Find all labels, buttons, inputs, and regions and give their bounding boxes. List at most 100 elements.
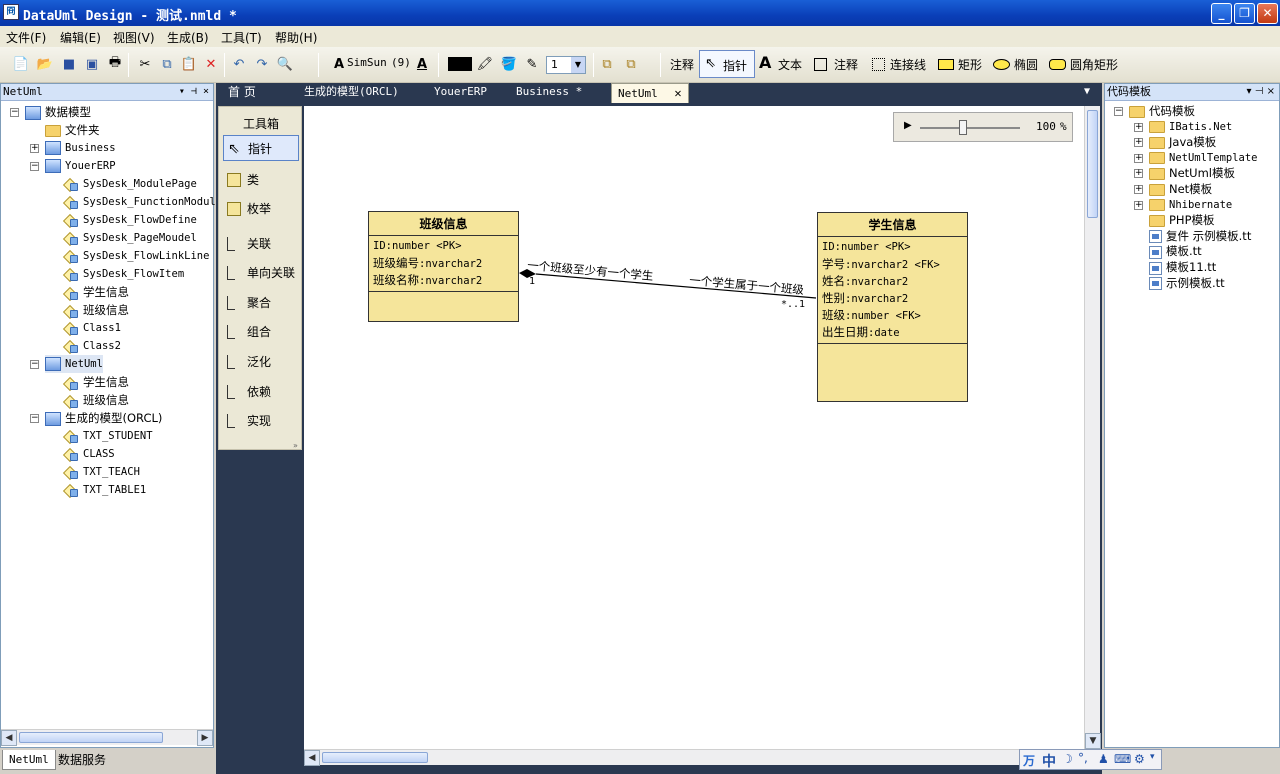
tab-netuml-doc[interactable]: NetUml ✕ <box>611 83 689 103</box>
menu-tools[interactable]: 工具(T) <box>221 31 262 45</box>
left-tree-item[interactable]: 数据模型 <box>25 103 91 121</box>
right-tree-item[interactable]: 代码模板 <box>1129 102 1195 120</box>
round-rect-tool-label[interactable]: 圆角矩形 <box>1070 58 1119 72</box>
entity-attribute[interactable]: 性别:nvarchar2 <box>822 290 963 307</box>
scroll-left-icon[interactable]: ◀ <box>304 750 320 766</box>
left-tree-item[interactable]: 生成的模型(ORCL) <box>45 409 162 427</box>
expand-icon[interactable]: + <box>1134 152 1143 163</box>
left-tree-item[interactable]: 班级信息 <box>65 391 129 409</box>
menu-file[interactable]: 文件(F) <box>6 31 47 45</box>
left-tree-item[interactable]: Class1 <box>65 319 121 337</box>
left-tree-item[interactable]: SysDesk_PageMoudel <box>65 229 197 247</box>
entity-attribute[interactable]: 姓名:nvarchar2 <box>822 273 963 290</box>
ellipse-icon[interactable] <box>993 59 1010 70</box>
copy-icon[interactable]: ⧉ <box>162 56 172 72</box>
collapse-icon[interactable]: − <box>10 107 19 117</box>
right-tree-item[interactable]: 示例模板.tt <box>1149 274 1225 292</box>
entity-attribute[interactable]: 班级编号:nvarchar2 <box>373 255 514 272</box>
toolbox-item-8[interactable]: 依赖 <box>223 379 299 405</box>
comment-tool-1[interactable]: 注释 <box>670 58 695 72</box>
left-tree-item[interactable]: 班级信息 <box>65 301 129 319</box>
scroll-right-icon[interactable]: ▶ <box>197 730 213 746</box>
vscroll-thumb[interactable] <box>1087 110 1098 218</box>
entity-attribute[interactable]: ID:number <PK> <box>373 238 514 255</box>
right-tree-item[interactable]: IBatis.Net <box>1149 118 1232 136</box>
minimize-button[interactable]: _ <box>1211 3 1232 24</box>
menu-help[interactable]: 帮助(H) <box>275 31 318 45</box>
delete-icon[interactable]: ✕ <box>205 56 217 72</box>
open-icon[interactable]: 📂 <box>36 56 54 72</box>
menu-build[interactable]: 生成(B) <box>167 31 209 45</box>
collapse-icon[interactable]: − <box>30 359 39 369</box>
connector-icon[interactable] <box>872 58 885 71</box>
left-tree-item[interactable]: TXT_STUDENT <box>65 427 153 445</box>
expand-icon[interactable]: + <box>1134 199 1143 210</box>
left-tree-item[interactable]: TXT_TABLE1 <box>65 481 146 499</box>
redo-icon[interactable]: ↷ <box>256 56 268 72</box>
right-tree-item[interactable]: Java模板 <box>1149 133 1216 151</box>
chevron-down-icon[interactable]: ▼ <box>571 57 585 73</box>
entity-attribute[interactable]: ID:number <PK> <box>822 239 963 256</box>
scroll-down-icon[interactable]: ▼ <box>1085 733 1101 749</box>
canvas-hscroll[interactable]: ◀ <box>304 749 1100 766</box>
zoom-slider-thumb[interactable] <box>959 120 967 135</box>
diagram-canvas[interactable]: 一个班级至少有一个学生 一个学生属于一个班级 1 *..1 班级信息 ID:nu… <box>304 106 1084 749</box>
maximize-button[interactable]: ❐ <box>1234 3 1255 24</box>
font-name[interactable]: SimSun <box>347 56 387 69</box>
left-panel-hscroll[interactable]: ◀ ▶ <box>1 729 213 746</box>
send-back-icon[interactable]: ⧉ <box>626 56 636 72</box>
left-tree-item[interactable]: SysDesk_FlowDefine <box>65 211 197 229</box>
canvas-vscroll[interactable]: ▼ <box>1084 106 1101 749</box>
pin-icon[interactable]: ▾ ⊣ × <box>1246 86 1275 97</box>
line-width-select[interactable]: 1 ▼ <box>546 56 586 74</box>
font-icon[interactable]: A <box>333 56 345 72</box>
play-icon[interactable]: ▶ <box>904 120 912 131</box>
composition-line[interactable] <box>535 273 817 299</box>
left-tree-item[interactable]: SysDesk_FunctionModule <box>65 193 222 211</box>
toolbox-item-0[interactable]: ⇖指针 <box>223 135 299 161</box>
right-tree-item[interactable]: NetUml模板 <box>1149 164 1235 182</box>
right-tree-item[interactable]: 模板.tt <box>1149 242 1202 260</box>
bring-front-icon[interactable]: ⧉ <box>602 56 612 72</box>
connector-tool-label[interactable]: 连接线 <box>890 58 927 72</box>
left-tree-item[interactable]: CLASS <box>65 445 115 463</box>
find-icon[interactable]: 🔍 <box>276 56 294 72</box>
toolbox-item-7[interactable]: 泛化 <box>223 349 299 375</box>
user-icon[interactable]: ♟ <box>1098 752 1109 766</box>
left-tree-item[interactable]: Business <box>45 139 116 157</box>
color-swatch[interactable] <box>448 57 472 71</box>
left-tree-item[interactable]: TXT_TEACH <box>65 463 140 481</box>
toolbox-item-1[interactable]: 类 <box>223 167 299 193</box>
toolbox-item-9[interactable]: 实现 <box>223 408 299 434</box>
tab-list-icon[interactable]: ▼ <box>1084 86 1091 97</box>
paste-icon[interactable]: 📋 <box>180 56 198 72</box>
close-tab-icon[interactable]: ✕ <box>674 86 682 100</box>
collapse-icon[interactable]: − <box>30 161 39 171</box>
ime-mode[interactable]: 中 <box>1042 754 1056 770</box>
toolbox-item-3[interactable]: 关联 <box>223 231 299 257</box>
pen-color-icon[interactable]: 🖍 <box>476 56 494 72</box>
zoom-slider-track[interactable] <box>920 127 1020 129</box>
expand-icon[interactable]: + <box>1134 121 1143 132</box>
text-tool-label[interactable]: 文本 <box>778 58 803 72</box>
entity-attribute[interactable]: 班级:number <FK> <box>822 307 963 324</box>
note-icon[interactable] <box>814 58 827 71</box>
right-tree-item[interactable]: 模板11.tt <box>1149 258 1216 276</box>
round-rect-icon[interactable] <box>1049 59 1066 70</box>
expand-icon[interactable]: + <box>1134 168 1143 179</box>
undo-icon[interactable]: ↶ <box>233 56 245 72</box>
entity-attribute[interactable]: 学号:nvarchar2 <FK> <box>822 256 963 273</box>
toolbox-item-4[interactable]: 单向关联 <box>223 260 299 286</box>
collapse-icon[interactable]: − <box>30 413 39 423</box>
pin-icon[interactable]: ▾ ⊣ × <box>178 86 209 97</box>
settings-icon[interactable]: ⚙ <box>1134 752 1145 766</box>
keyboard-icon[interactable]: ⌨ <box>1114 752 1132 766</box>
moon-icon[interactable]: ☽ <box>1062 752 1073 766</box>
menu-view[interactable]: 视图(V) <box>113 31 155 45</box>
scroll-left-icon[interactable]: ◀ <box>1 730 17 746</box>
line-color-icon[interactable]: ✎ <box>526 56 538 72</box>
tab-business[interactable]: Business * <box>516 85 583 98</box>
hscroll-thumb[interactable] <box>322 752 428 763</box>
punctuation-icon[interactable]: °, <box>1078 751 1088 765</box>
